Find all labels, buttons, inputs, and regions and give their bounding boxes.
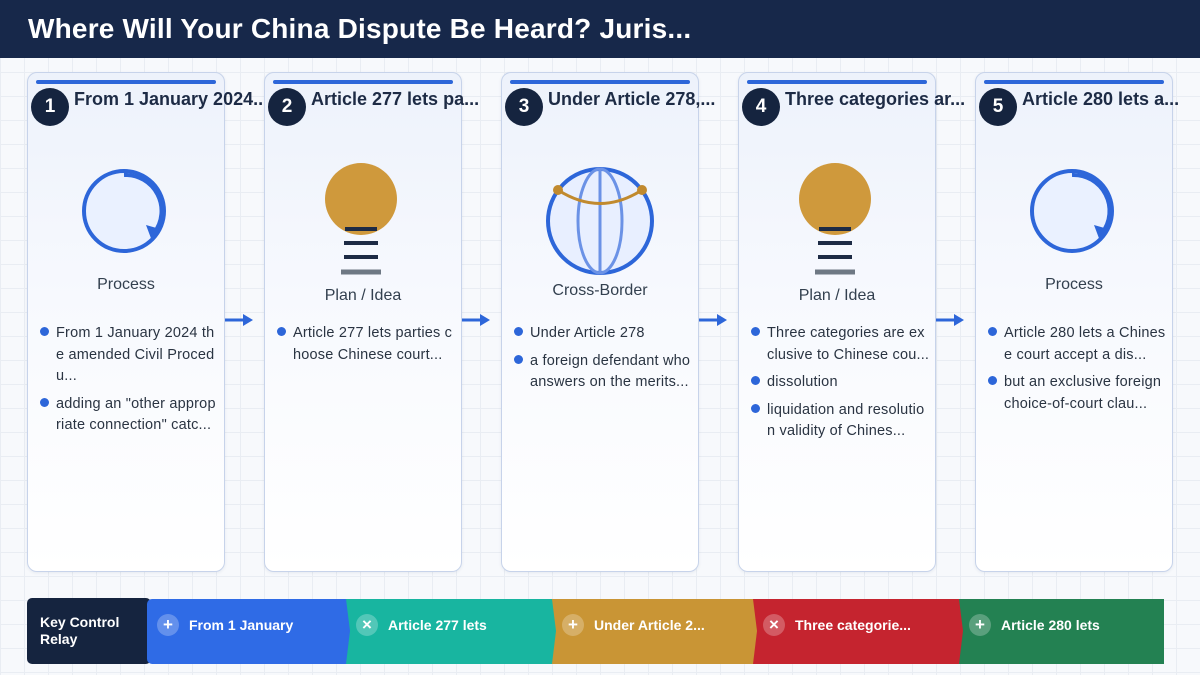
step-card-1: 1 From 1 January 2024... Process From 1 … [27,72,269,572]
step-title: Under Article 278,... [548,89,716,109]
bullet-text: Three categories are exclusive to Chines… [767,325,930,363]
step-title: Three categories ar... [785,89,966,109]
globe-icon [502,163,698,283]
relay-title: Key Control Relay [27,598,151,664]
step-bullet-list: Article 280 lets a Chinese court accept … [986,323,1168,421]
bullet-text: adding an "other appropriate connection"… [56,395,216,434]
step-title: Article 277 lets pa... [311,89,480,109]
bullet-text: Article 280 lets a Chinese court accept … [1004,325,1166,363]
list-item: From 1 January 2024 the amended Civil Pr… [38,323,220,388]
relay-seam [342,599,350,664]
list-item: adding an "other appropriate connection"… [38,394,220,437]
arrow-right-icon [225,314,253,326]
header-bar: Where Will Your China Dispute Be Heard? … [0,0,1200,58]
bullet-text: dissolution [767,374,838,390]
cross-icon: × [763,614,785,636]
plus-icon: + [969,614,991,636]
step-title: Article 280 lets a... [1022,89,1180,109]
relay-seam [955,599,963,664]
step-card-3: 3 Under Article 278,... Cross-Border Und… [501,72,716,572]
bullet-text: but an exclusive foreign choice-of-court… [1004,374,1162,412]
step-number-badge: 3 [505,88,543,126]
list-item: Article 277 lets parties choose Chinese … [275,323,457,366]
list-item: Under Article 278 [512,323,694,345]
relay-seam [548,599,556,664]
step-card-4: 4 Three categories ar... Plan / Idea Thr… [738,72,966,572]
arrow-right-icon [936,314,964,326]
step-card-5: 5 Article 280 lets a... Process Article … [975,72,1180,572]
bullet-text: From 1 January 2024 the amended Civil Pr… [56,325,215,384]
step-number-badge: 4 [742,88,780,126]
bullet-text: Under Article 278 [530,325,645,341]
list-item: but an exclusive foreign choice-of-court… [986,372,1168,415]
step-number-badge: 2 [268,88,306,126]
process-cycle-icon [976,163,1172,283]
bullet-text: liquidation and resolution validity of C… [767,401,925,440]
list-item: a foreign defendant who answers on the m… [512,351,694,394]
step-bullet-list: Three categories are exclusive to Chines… [749,323,931,449]
list-item: dissolution [749,372,931,394]
lightbulb-icon [265,163,461,283]
process-cycle-icon [28,163,224,283]
plus-icon: + [157,614,179,636]
step-category-label: Plan / Idea [324,287,402,304]
relay-segment-1: + From 1 January [147,599,346,664]
step-category-label: Process [1045,276,1103,293]
bullet-text: Article 277 lets parties choose Chinese … [293,325,453,363]
relay-segment-2: × Article 277 lets [346,599,552,664]
relay-segment-label: Under Article 2... [594,617,705,633]
list-item: Article 280 lets a Chinese court accept … [986,323,1168,366]
step-category-label: Plan / Idea [798,287,876,304]
relay-seam [749,599,757,664]
card-accent-bar [36,80,216,84]
relay-segment-label: From 1 January [189,617,294,633]
relay-segment-4: × Three categorie... [753,599,959,664]
list-item: liquidation and resolution validity of C… [749,400,931,443]
bullet-text: a foreign defendant who answers on the m… [530,352,691,391]
card-accent-bar [273,80,453,84]
page-title: Where Will Your China Dispute Be Heard? … [28,13,692,44]
relay-segment-5: + Article 280 lets [959,599,1164,664]
card-accent-bar [747,80,927,84]
list-item: Three categories are exclusive to Chines… [749,323,931,366]
arrow-right-icon [699,314,727,326]
relay-segment-3: + Under Article 2... [552,599,753,664]
relay-segment-label: Article 277 lets [388,617,487,633]
card-accent-bar [984,80,1164,84]
plus-icon: + [562,614,584,636]
step-title: From 1 January 2024... [74,89,269,109]
step-card-2: 2 Article 277 lets pa... Plan / Idea Art… [264,72,480,572]
relay-segment-label: Article 280 lets [1001,617,1100,633]
step-number-badge: 5 [979,88,1017,126]
lightbulb-icon [739,163,935,283]
cross-icon: × [356,614,378,636]
card-accent-bar [510,80,690,84]
arrow-right-icon [462,314,490,326]
step-bullet-list: Under Article 278 a foreign defendant wh… [512,323,694,400]
relay-segment-label: Three categorie... [795,617,911,633]
step-category-label: Cross-Border [552,282,648,299]
step-bullet-list: From 1 January 2024 the amended Civil Pr… [38,323,220,443]
step-number-badge: 1 [31,88,69,126]
step-category-label: Process [97,276,155,293]
step-bullet-list: Article 277 lets parties choose Chinese … [275,323,457,372]
